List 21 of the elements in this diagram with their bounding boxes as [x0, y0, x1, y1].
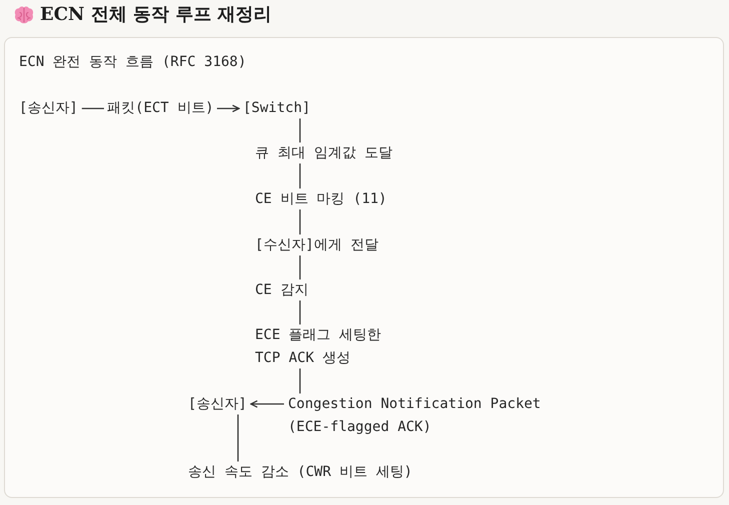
sender-text: [송신자] — [19, 100, 78, 116]
flow-step-text: 송신 속도 감소 (CWR 비트 세팅) — [188, 464, 412, 480]
connector-line — [299, 300, 301, 324]
connector-line — [299, 164, 301, 188]
packet-text: Congestion Notification Packet (ECE-flagged ACK) — [288, 396, 541, 436]
switch-text: [Switch] — [243, 100, 310, 116]
connector-line — [299, 118, 301, 142]
sender-text: [송신자] — [188, 396, 247, 412]
connector-line — [237, 414, 239, 462]
code-heading-text: ECN 완전 동작 흐름 (RFC 3168) — [19, 54, 246, 70]
flow-step-text: 큐 최대 임계값 도달 — [255, 144, 392, 162]
flow-step-text: CE 비트 마킹 (11) — [255, 190, 387, 208]
edge-label: 패킷(ECT 비트) — [104, 100, 217, 117]
arrow — [250, 400, 284, 408]
connector-line — [299, 368, 301, 394]
flow-step-text: [수신자]에게 전달 — [255, 236, 378, 254]
connector-line — [299, 210, 301, 234]
flow-step-text: CE 감지 — [255, 282, 308, 298]
title-text: ECN 전체 동작 루프 재정리 — [40, 3, 272, 27]
flow-step-text: ECE 플래그 세팅한 TCP ACK 생성 — [255, 326, 382, 366]
connector-line — [299, 256, 301, 280]
